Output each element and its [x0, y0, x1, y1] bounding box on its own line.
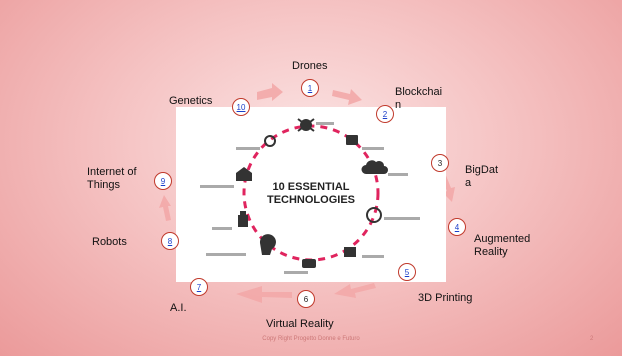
- label-virtual-reality: Virtual Reality: [266, 318, 334, 330]
- label-blockchain-line2: n: [395, 99, 402, 111]
- label-augmented-reality: Augmented Reality: [474, 233, 530, 259]
- page-number: 2: [590, 336, 594, 342]
- label-genetics: Genetics: [169, 95, 213, 107]
- brain-icon: [259, 234, 276, 255]
- ar-headset-icon: [366, 207, 382, 223]
- label-drones: Drones: [292, 60, 328, 72]
- badge-4[interactable]: 4: [448, 218, 466, 236]
- badge-10[interactable]: 10: [232, 98, 250, 116]
- arrow-10-1: [257, 83, 283, 101]
- essential-technologies-image: 10 ESSENTIAL TECHNOLOGIES: [176, 107, 446, 282]
- label-internet-of-things: Internet of Things: [87, 166, 137, 192]
- badge-8[interactable]: 8: [161, 232, 179, 250]
- arrow-1-2: [332, 89, 362, 105]
- center-title-line2: TECHNOLOGIES: [267, 194, 355, 206]
- label-3d-printing: 3D Printing: [418, 292, 473, 304]
- label-iot-line1: Internet of: [87, 166, 137, 178]
- footer-copyright: Copy Right Progetto Donne e Futuro: [262, 336, 360, 342]
- vr-headset-icon: [302, 259, 316, 268]
- badge-2[interactable]: 2: [376, 105, 394, 123]
- cloud-icon: [361, 160, 388, 174]
- label-augmented-line1: Augmented: [474, 233, 531, 245]
- center-title-line1: 10 ESSENTIAL: [272, 181, 349, 193]
- label-ai: A.I.: [170, 302, 187, 314]
- label-robots: Robots: [92, 236, 127, 248]
- label-blockchain-line1: Blockchai: [395, 86, 443, 98]
- badge-5[interactable]: 5: [398, 263, 416, 281]
- arrow-5-6: [334, 283, 376, 298]
- robot-icon: [238, 211, 248, 227]
- label-bigdata-line2: a: [465, 177, 472, 189]
- badge-6: 6: [297, 290, 315, 308]
- label-augmented-line2: Reality: [474, 246, 508, 258]
- badge-1[interactable]: 1: [301, 79, 319, 97]
- badge-3: 3: [431, 154, 449, 172]
- label-bigdata: BigDat a: [465, 164, 498, 190]
- arrow-6-7: [236, 286, 292, 303]
- label-bigdata-line1: BigDat: [465, 164, 499, 176]
- printer-icon: [344, 247, 356, 257]
- drone-icon: [297, 118, 315, 132]
- arrow-8-9: [159, 195, 171, 221]
- badge-9[interactable]: 9: [154, 172, 172, 190]
- dna-icon: [264, 135, 276, 147]
- blockchain-icon: [346, 135, 358, 145]
- label-blockchain: Blockchai n: [395, 86, 442, 112]
- label-iot-line2: Things: [87, 179, 121, 191]
- iot-icon: [236, 167, 252, 181]
- badge-7[interactable]: 7: [190, 278, 208, 296]
